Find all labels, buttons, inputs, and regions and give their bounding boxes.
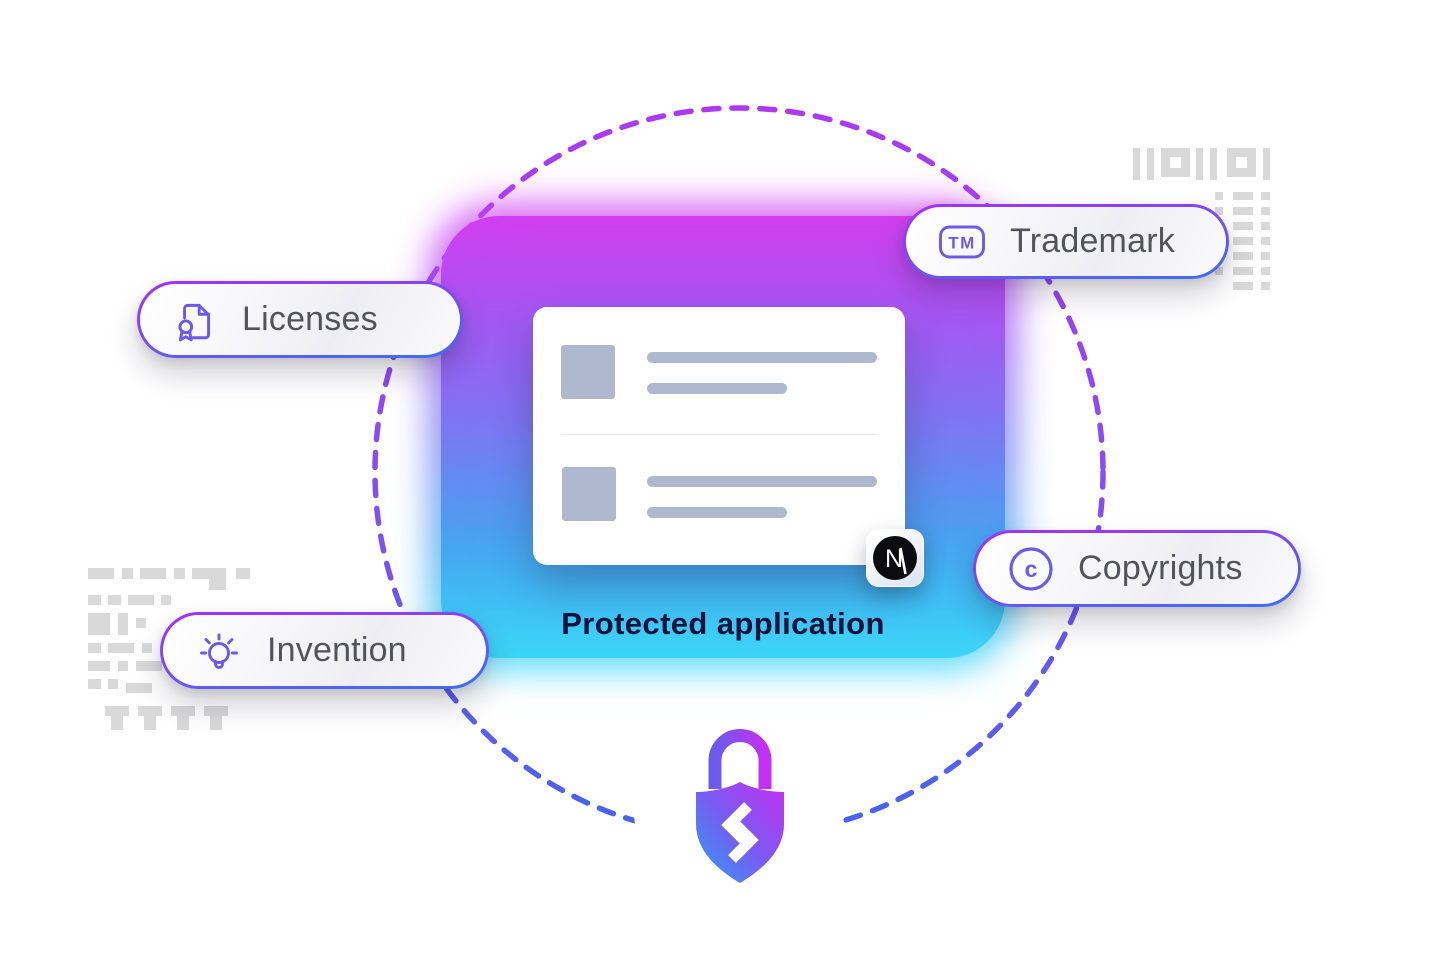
placeholder-line [647, 352, 877, 363]
placeholder-line [647, 383, 787, 394]
trademark-letters: TM [948, 233, 976, 252]
pill-invention: Invention [160, 612, 489, 689]
pill-label: Trademark [1010, 222, 1175, 260]
app-placeholder-card [533, 307, 905, 565]
lightbulb-icon [200, 633, 238, 669]
nextjs-badge: N [866, 529, 924, 587]
placeholder-thumbnail [562, 467, 616, 521]
pill-label: Invention [267, 631, 407, 669]
pill-copyrights: c Copyrights [973, 530, 1301, 607]
panel-caption: Protected application [561, 606, 885, 641]
protected-app-panel: N [441, 216, 1005, 658]
pill-label: Licenses [242, 300, 378, 338]
nextjs-logo-icon: N [873, 536, 917, 580]
trademark-icon: TM [939, 225, 985, 258]
pill-label: Copyrights [1078, 549, 1243, 587]
copyright-letter: c [1025, 556, 1038, 582]
nextjs-letter: N [885, 545, 903, 573]
certificate-icon [178, 303, 211, 341]
placeholder-line [647, 507, 787, 518]
card-divider [561, 434, 877, 435]
placeholder-line [647, 476, 877, 487]
pill-trademark: TM Trademark [903, 204, 1229, 279]
pixel-grid-pattern-left [88, 568, 250, 730]
copyright-icon: c [1009, 546, 1053, 591]
pill-licenses: Licenses [137, 281, 463, 358]
barcode-pattern-top-right [1133, 148, 1270, 290]
placeholder-thumbnail [561, 345, 615, 399]
security-lock-icon [696, 729, 784, 883]
